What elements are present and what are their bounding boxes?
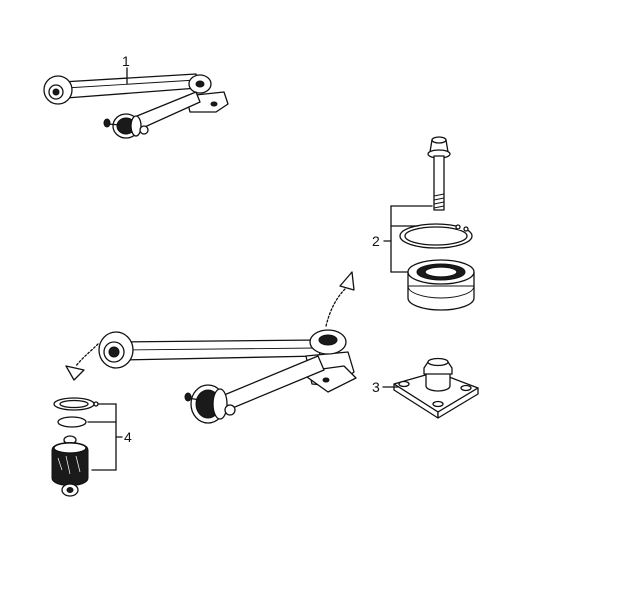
- callout-2-label: 2: [372, 233, 380, 249]
- assembly-arrow-right: [325, 271, 355, 327]
- part-1-suspension-arm-small: [43, 73, 229, 139]
- assembly-arrow-left: [65, 343, 99, 381]
- callout-4-label: 4: [124, 429, 132, 445]
- part-4-washers-and-bush: [51, 397, 99, 497]
- suspension-arm-large: [98, 329, 357, 424]
- callout-3: 3: [372, 379, 399, 395]
- callout-2: 2: [372, 205, 433, 273]
- callout-1-label: 1: [122, 53, 130, 69]
- part-3-mounting-pedestal: [393, 357, 479, 419]
- callout-1: 1: [122, 53, 130, 85]
- callout-3-label: 3: [372, 379, 380, 395]
- callout-4: 4: [87, 403, 132, 471]
- part-2-bolt-circlip-bearing: [399, 136, 475, 311]
